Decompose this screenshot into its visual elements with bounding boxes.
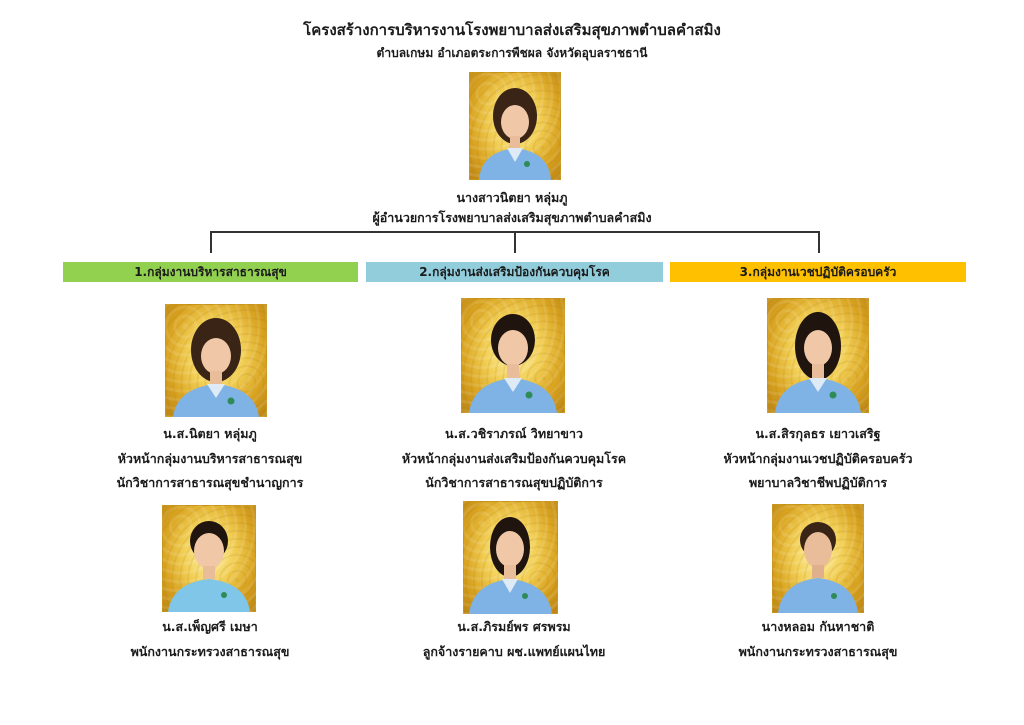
group-bar-admin: 1.กลุ่มงานบริหารสาธารณสุข <box>63 262 358 282</box>
group3-head-role: หัวหน้ากลุ่มงานเวชปฏิบัติครอบครัว <box>723 451 913 466</box>
page-subtitle: ตำบลเกษม อำเภอตระการพืชผล จังหวัดอุบลราช… <box>376 46 648 60</box>
group-bar-family-medicine: 3.กลุ่มงานเวชปฏิบัติครอบครัว <box>670 262 966 282</box>
group2-head-title: นักวิชาการสาธารณสุขปฏิบัติการ <box>425 475 603 490</box>
connector-left <box>210 231 212 253</box>
group1-staff-role: พนักงานกระทรวงสาธารณสุข <box>130 644 290 659</box>
group3-staff-photo <box>772 504 864 613</box>
group1-staff-photo <box>162 505 256 612</box>
group1-staff-name: น.ส.เพ็ญศรี เมษา <box>162 619 258 634</box>
group3-staff-role: พนักงานกระทรวงสาธารณสุข <box>738 644 898 659</box>
person-portrait-icon <box>173 318 259 417</box>
director-position: ผู้อำนวยการโรงพยาบาลส่งเสริมสุขภาพตำบลคำ… <box>372 210 652 225</box>
group1-head-photo <box>165 304 267 417</box>
connector-right <box>818 231 820 253</box>
person-portrait-icon <box>479 88 551 180</box>
group1-head-title: นักวิชาการสาธารณสุขชำนาญการ <box>116 475 304 490</box>
director-name: นางสาวนิตยา หลุ่มภู <box>456 190 568 205</box>
page-title: โครงสร้างการบริหารงานโรงพยาบาลส่งเสริมสุ… <box>303 21 721 39</box>
group2-head-name: น.ส.วชิราภรณ์ วิทยาขาว <box>445 426 583 441</box>
group2-staff-role: ลูกจ้างรายคาบ ผช.แพทย์แผนไทย <box>422 644 606 659</box>
person-portrait-icon <box>778 522 858 613</box>
group3-head-title: พยาบาลวิชาชีพปฏิบัติการ <box>748 475 888 490</box>
group2-staff-name: น.ส.ภิรมย์พร ศรพรม <box>457 619 571 634</box>
person-portrait-icon <box>168 521 250 612</box>
group1-head-role: หัวหน้ากลุ่มงานบริหารสาธารณสุข <box>117 451 303 466</box>
group-bar-prevention: 2.กลุ่มงานส่งเสริมป้องกันควบคุมโรค <box>366 262 663 282</box>
group2-staff-photo <box>463 501 558 614</box>
group3-head-name: น.ส.สิรกุลธร เยาวเสริฐ <box>755 426 881 441</box>
group2-head-photo <box>461 298 565 413</box>
group3-staff-name: นางหลอม กันหาชาติ <box>761 619 875 634</box>
person-portrait-icon <box>469 517 552 614</box>
person-portrait-icon <box>775 312 861 413</box>
group1-head-name: น.ส.นิตยา หลุ่มภู <box>163 426 257 441</box>
director-photo <box>469 72 561 180</box>
connector-center <box>514 231 516 253</box>
person-portrait-icon <box>469 314 557 413</box>
group3-head-photo <box>767 298 869 413</box>
group2-head-role: หัวหน้ากลุ่มงานส่งเสริมป้องกันควบคุมโรค <box>401 451 627 466</box>
